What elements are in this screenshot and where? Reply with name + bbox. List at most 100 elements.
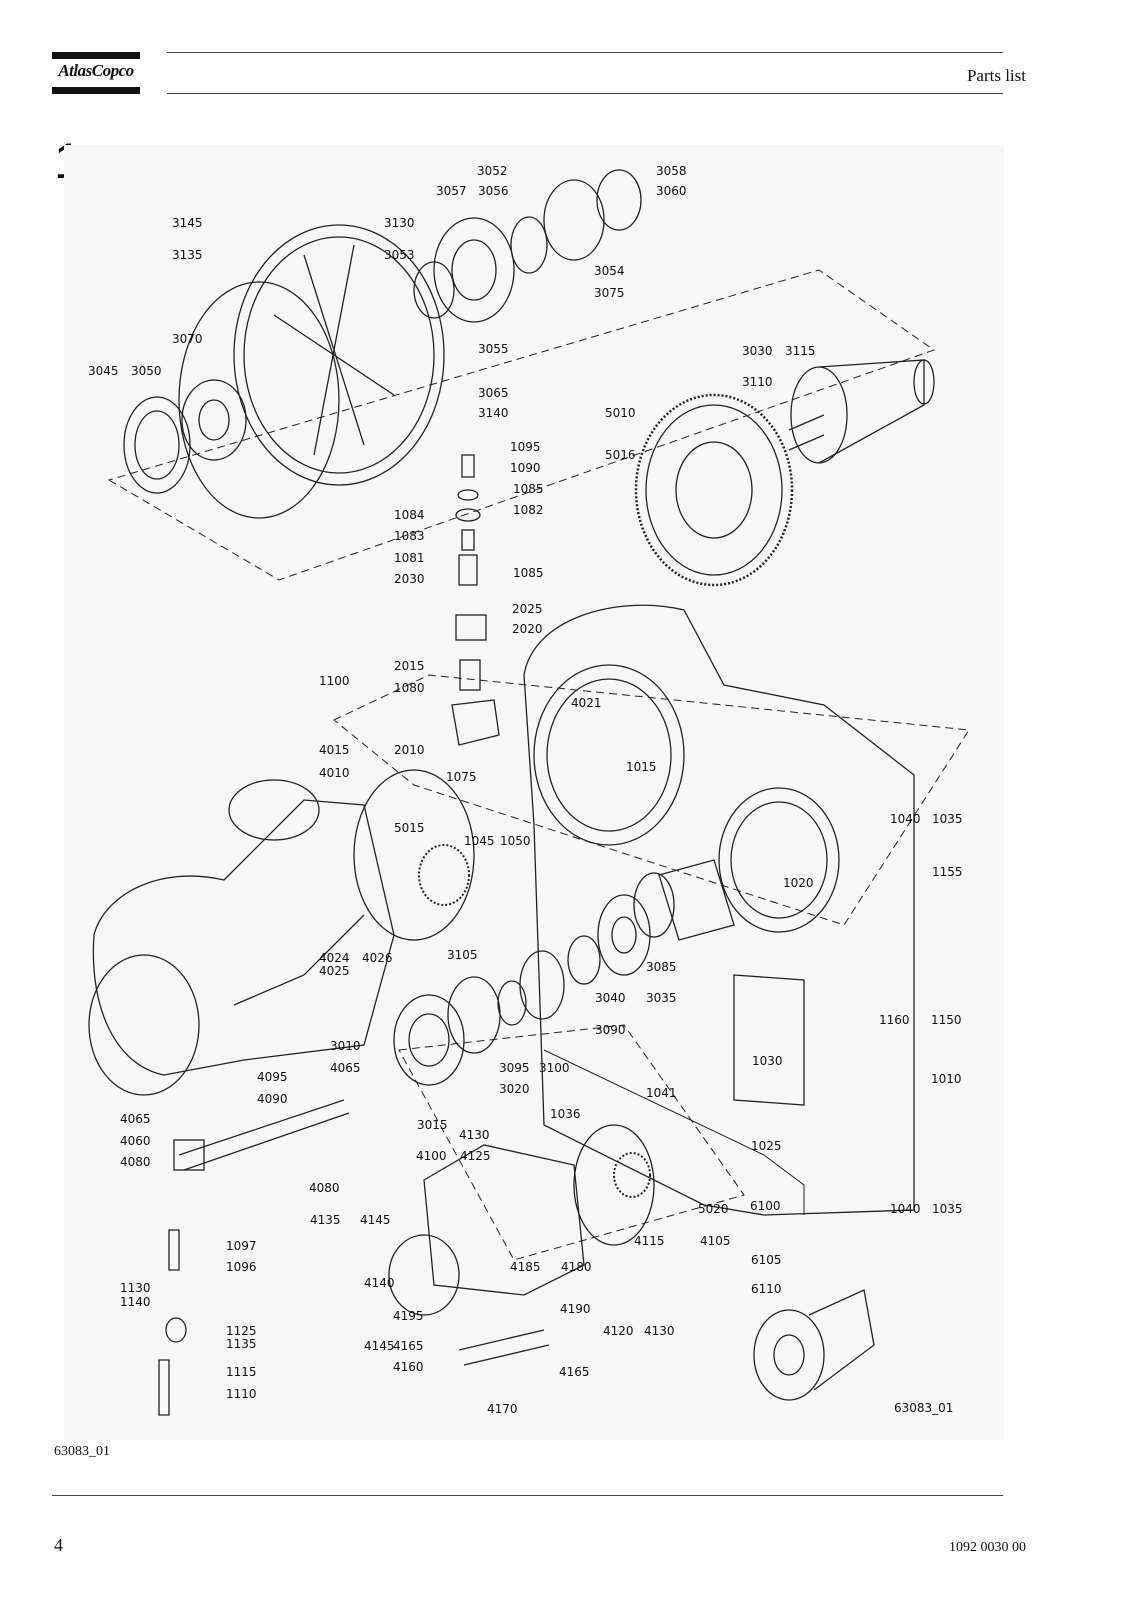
callout-3035: 3035	[646, 991, 677, 1005]
callout-4160: 4160	[393, 1360, 424, 1374]
callout-4165: 4165	[393, 1339, 424, 1353]
callout-5010: 5010	[605, 406, 636, 420]
callout-3053: 3053	[384, 248, 415, 262]
callout-1084: 1084	[394, 508, 425, 522]
callout-1020: 1020	[783, 876, 814, 890]
callout-3145: 3145	[172, 216, 203, 230]
callout-1090: 1090	[510, 461, 541, 475]
callout-3065: 3065	[478, 386, 509, 400]
callout-1082: 1082	[513, 503, 544, 517]
callout-4024: 4024	[319, 951, 350, 965]
callout-6110: 6110	[751, 1282, 782, 1296]
callout-3060: 3060	[656, 184, 687, 198]
callout-2015: 2015	[394, 659, 425, 673]
callout-1040: 1040	[890, 1202, 921, 1216]
callout-4065: 4065	[120, 1112, 151, 1126]
callout-3055: 3055	[478, 342, 509, 356]
callout-1025: 1025	[751, 1139, 782, 1153]
callout-2020: 2020	[512, 622, 543, 636]
callout-4105: 4105	[700, 1234, 731, 1248]
callout-4135: 4135	[310, 1213, 341, 1227]
callout-4140: 4140	[364, 1276, 395, 1290]
callout-4015: 4015	[319, 743, 350, 757]
callout-4185: 4185	[510, 1260, 541, 1274]
callout-4100: 4100	[416, 1149, 447, 1163]
callout-4080: 4080	[120, 1155, 151, 1169]
callout-3110: 3110	[742, 375, 773, 389]
callout-3045: 3045	[88, 364, 119, 378]
callout-1075: 1075	[446, 770, 477, 784]
callout-1115: 1115	[226, 1365, 257, 1379]
header-rule-bottom	[167, 93, 1003, 94]
callout-5016: 5016	[605, 448, 636, 462]
callout-1130: 1130	[120, 1281, 151, 1295]
callout-1150: 1150	[931, 1013, 962, 1027]
callout-1096: 1096	[226, 1260, 257, 1274]
callout-1085: 1085	[513, 566, 544, 580]
callout-1045: 1045	[464, 834, 495, 848]
callout-3090: 3090	[595, 1023, 626, 1037]
callout-1160: 1160	[879, 1013, 910, 1027]
logo-bar-top	[52, 52, 140, 59]
callout-4190: 4190	[560, 1302, 591, 1316]
callout-4130: 4130	[459, 1128, 490, 1142]
callout-4130: 4130	[644, 1324, 675, 1338]
callout-4145: 4145	[360, 1213, 391, 1227]
callout-4165: 4165	[559, 1365, 590, 1379]
callout-4115: 4115	[634, 1234, 665, 1248]
callout-1015: 1015	[626, 760, 657, 774]
callout-4125: 4125	[460, 1149, 491, 1163]
callout-4170: 4170	[487, 1402, 518, 1416]
callout-4180: 4180	[561, 1260, 592, 1274]
callout-3070: 3070	[172, 332, 203, 346]
callout-3105: 3105	[447, 948, 478, 962]
callout-1125: 1125	[226, 1324, 257, 1338]
callout-4026: 4026	[362, 951, 393, 965]
callout-1083: 1083	[394, 529, 425, 543]
callout-1050: 1050	[500, 834, 531, 848]
callout-3085: 3085	[646, 960, 677, 974]
callout-1085: 1085	[513, 482, 544, 496]
callout-5015: 5015	[394, 821, 425, 835]
logo-bar-bottom	[52, 87, 140, 94]
callout-3052: 3052	[477, 164, 508, 178]
callout-2025: 2025	[512, 602, 543, 616]
header-rule-top	[167, 52, 1003, 53]
figure-reference: 63083_01	[54, 1444, 110, 1459]
callout-1110: 1110	[226, 1387, 257, 1401]
callout-3075: 3075	[594, 286, 625, 300]
callout-1100: 1100	[319, 674, 350, 688]
callout-4025: 4025	[319, 964, 350, 978]
document-number: 1092 0030 00	[949, 1540, 1026, 1555]
callout-3010: 3010	[330, 1039, 361, 1053]
logo-text: AtlasCopco	[58, 61, 134, 80]
callout-3115: 3115	[785, 344, 816, 358]
callout-3054: 3054	[594, 264, 625, 278]
callout-3056: 3056	[478, 184, 509, 198]
callout-1041: 1041	[646, 1086, 677, 1100]
callout-4065: 4065	[330, 1061, 361, 1075]
callout-3030: 3030	[742, 344, 773, 358]
callout-1040: 1040	[890, 812, 921, 826]
callout-1030: 1030	[752, 1054, 783, 1068]
page-number: 4	[54, 1535, 63, 1555]
page-title: Parts list	[966, 66, 1026, 85]
callout-3057: 3057	[436, 184, 467, 198]
callout-3140: 3140	[478, 406, 509, 420]
callout-4021: 4021	[571, 696, 602, 710]
callout-4090: 4090	[257, 1092, 288, 1106]
callout-3040: 3040	[595, 991, 626, 1005]
callout-1140: 1140	[120, 1295, 151, 1309]
callout-2030: 2030	[394, 572, 425, 586]
drawing-reference: 63083_01	[894, 1401, 953, 1415]
callout-3130: 3130	[384, 216, 415, 230]
callout-1036: 1036	[550, 1107, 581, 1121]
callout-1097: 1097	[226, 1239, 257, 1253]
callout-1035: 1035	[932, 1202, 963, 1216]
callout-4120: 4120	[603, 1324, 634, 1338]
footer-rule	[52, 1495, 1003, 1496]
callout-4145: 4145	[364, 1339, 395, 1353]
callout-4060: 4060	[120, 1134, 151, 1148]
callout-1135: 1135	[226, 1337, 257, 1351]
